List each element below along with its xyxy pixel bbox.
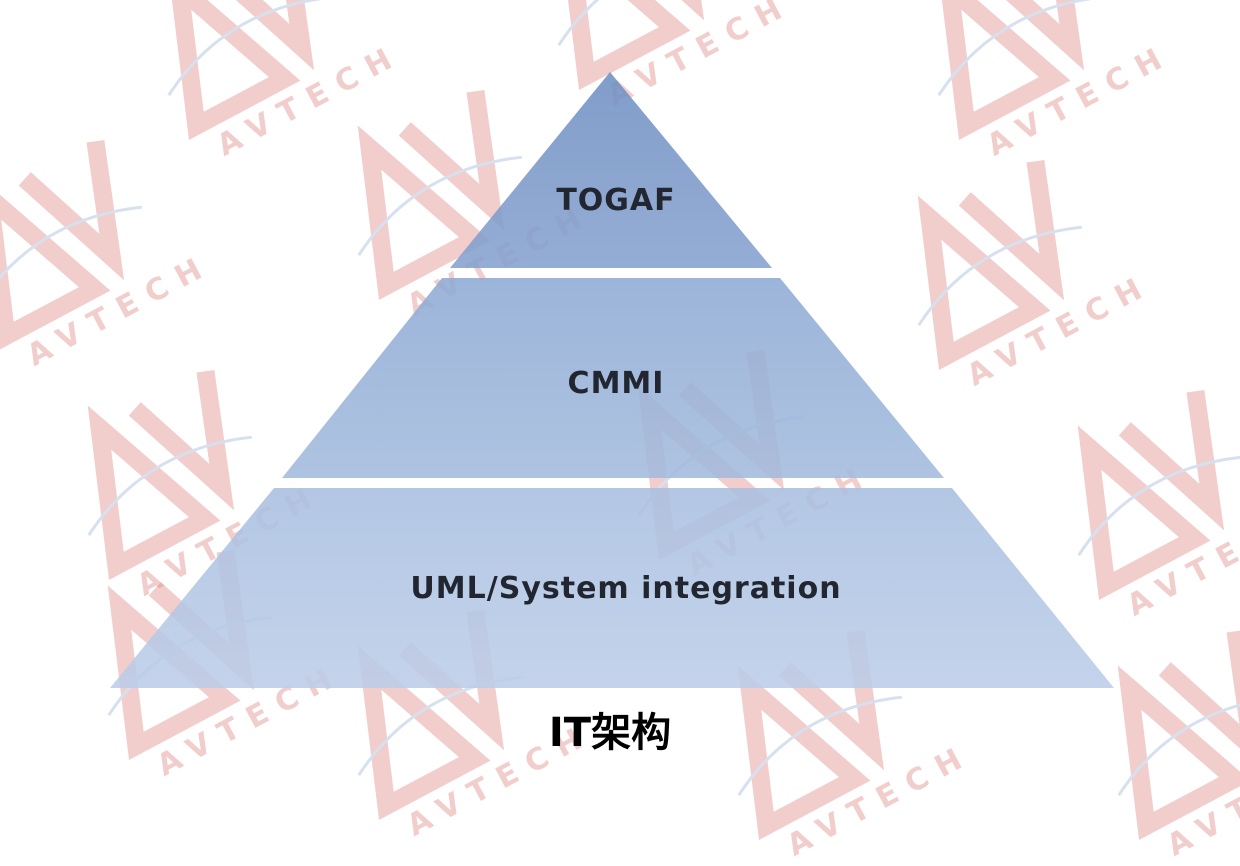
tier-label-uml-system-integration: UML/System integration (410, 571, 841, 606)
tier-label-togaf: TOGAF (556, 183, 675, 218)
pyramid-tier-top (450, 72, 772, 268)
diagram-caption: IT架构 (548, 710, 672, 756)
pyramid-tier-middle (282, 278, 944, 478)
pyramid-tier-bottom (110, 488, 1114, 688)
tier-label-cmmi: CMMI (568, 366, 665, 401)
